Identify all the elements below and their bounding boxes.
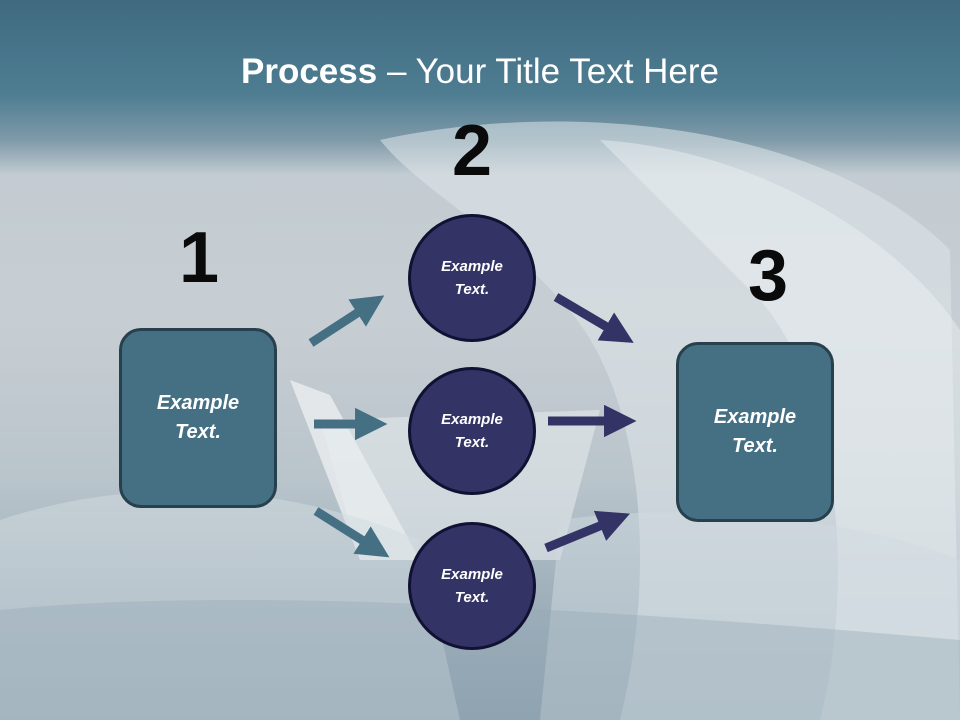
step-1-box: Example Text. bbox=[119, 328, 277, 508]
step-2-number: 2 bbox=[451, 111, 493, 191]
step-2-circle-2: Example Text. bbox=[408, 367, 536, 495]
step-3-box: Example Text. bbox=[676, 342, 834, 522]
arrow-1-to-circle-3 bbox=[313, 507, 390, 558]
arrow-1-to-circle-1 bbox=[308, 295, 385, 347]
title-rest: – Your Title Text Here bbox=[377, 52, 719, 91]
slide-title: Process – Your Title Text Here bbox=[0, 52, 960, 92]
step-1-number: 1 bbox=[178, 218, 220, 298]
step-2-circle-2-label: Example Text. bbox=[441, 411, 503, 451]
title-bold: Process bbox=[241, 52, 378, 91]
step-3-label: Example Text. bbox=[713, 406, 797, 457]
step-2-circle-1: Example Text. bbox=[408, 214, 536, 342]
step-2-circle-3: Example Text. bbox=[408, 522, 536, 650]
arrow-circle-1-to-3 bbox=[553, 293, 634, 343]
arrow-circle-3-to-3 bbox=[544, 510, 630, 553]
step-3-number: 3 bbox=[747, 236, 789, 316]
step-2-circle-3-label: Example Text. bbox=[441, 566, 503, 606]
step-2-circle-1-label: Example Text. bbox=[441, 258, 503, 298]
step-1-label: Example Text. bbox=[156, 392, 240, 443]
